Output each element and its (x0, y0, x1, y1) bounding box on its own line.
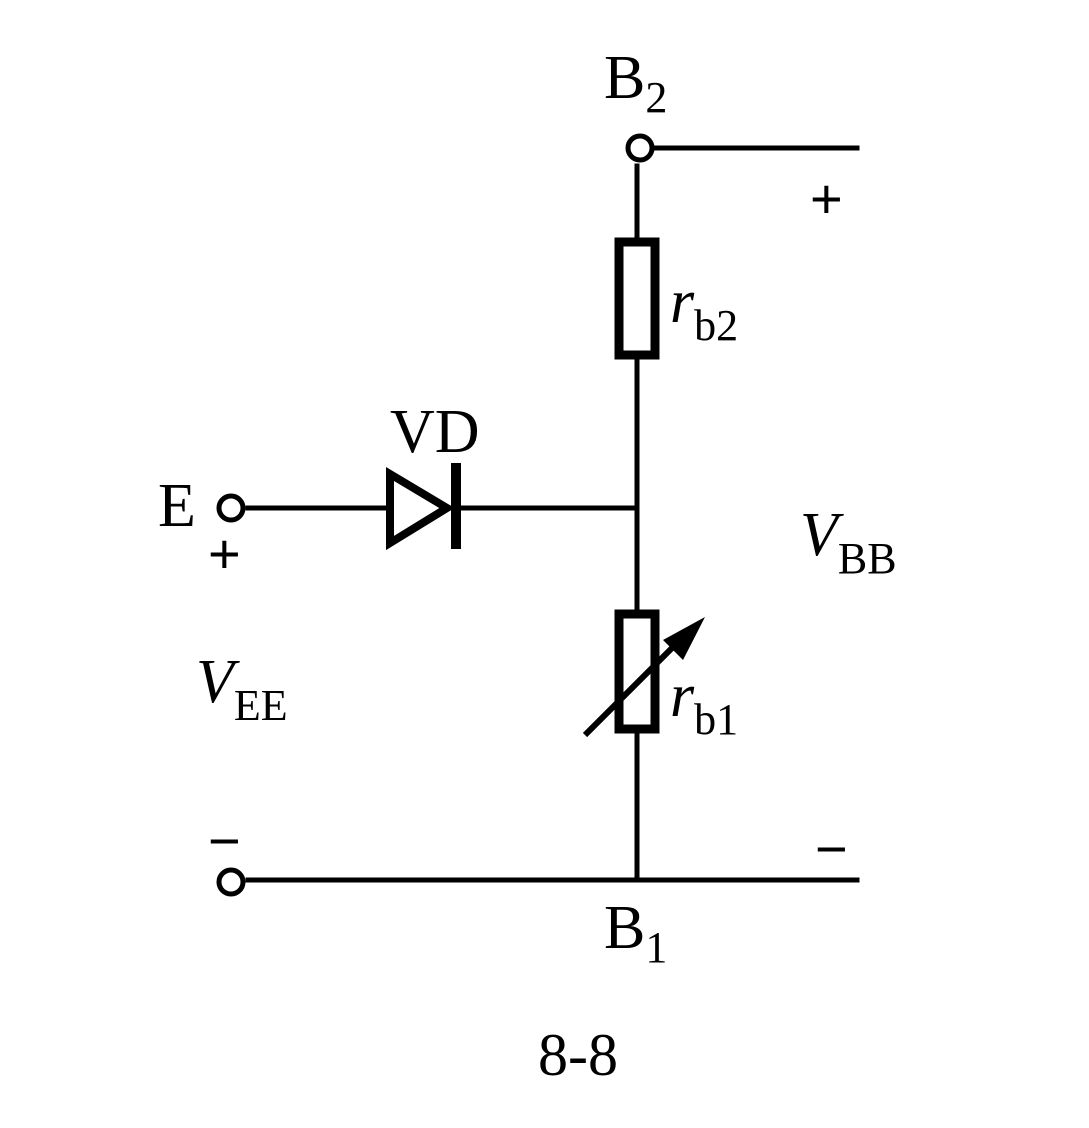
label-rb2: rb2 (670, 268, 738, 350)
label-b1: B1 (604, 894, 667, 972)
label-rb1-sub: b1 (694, 695, 738, 744)
terminal-e (216, 493, 246, 523)
label-b2-letter: B (604, 44, 645, 112)
label-rb1-symbol: r (670, 662, 695, 730)
label-e: E (158, 472, 196, 540)
variable-arrow-head (663, 617, 705, 660)
variable-arrow-line (582, 629, 691, 738)
label-b2-sub: 2 (645, 73, 667, 122)
label-rb2-sub: b2 (694, 301, 738, 350)
terminal-bottom-left (216, 867, 246, 897)
label-vee: VEE (196, 648, 288, 730)
label-rb2-symbol: r (670, 268, 695, 336)
vbb-minus-sign: − (815, 817, 848, 880)
label-vd: VD (390, 398, 480, 466)
resistor-rb2 (614, 237, 660, 360)
diode-triangle (386, 466, 455, 551)
label-vbb-symbol: V (800, 501, 844, 569)
vee-plus-sign: + (208, 522, 241, 585)
vbb-plus-sign: + (810, 167, 843, 230)
label-vee-sub: EE (234, 681, 288, 730)
label-vbb-sub: BB (838, 534, 897, 583)
label-b1-sub: 1 (645, 923, 667, 972)
vee-minus-sign: − (208, 809, 241, 872)
terminal-b2 (625, 133, 655, 163)
wires (245, 145, 860, 883)
label-vbb: VBB (800, 501, 897, 583)
figure-caption: 8-8 (538, 1022, 618, 1088)
label-b1-letter: B (604, 894, 645, 962)
label-vee-symbol: V (196, 648, 240, 716)
label-rb1: rb1 (670, 662, 738, 744)
diode-vd (386, 463, 461, 551)
label-b2: B2 (604, 44, 667, 122)
resistor-rb1 (582, 609, 705, 738)
